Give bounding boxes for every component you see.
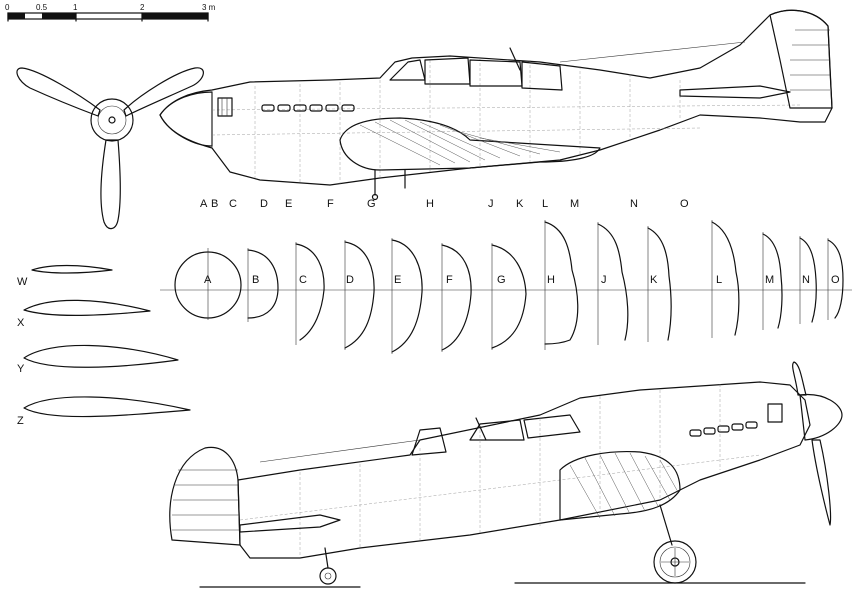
section-label-O: O (831, 274, 840, 286)
airfoil-Y: Y (17, 344, 179, 375)
section-label-K: K (650, 274, 658, 286)
cross-section-A: A (174, 248, 242, 320)
section-label-C: C (299, 274, 307, 286)
station-label: G (367, 198, 376, 210)
section-label-J: J (601, 274, 607, 286)
station-label: J (488, 198, 494, 210)
section-label-L: L (716, 274, 722, 286)
cross-section-L: L (711, 220, 740, 338)
exhaust-stacks-bottom (689, 421, 758, 437)
cross-section-O: O (827, 238, 844, 320)
cross-section-D: D (344, 240, 375, 350)
scale-label-3m: 3 m (202, 3, 216, 12)
section-label-N: N (802, 274, 810, 286)
airfoil-label-Y: Y (17, 363, 25, 375)
scale-bar: 0 0.5 1 2 3 m (5, 3, 216, 22)
station-label: N (630, 198, 638, 210)
cross-section-N: N (799, 236, 817, 324)
station-label: A (200, 198, 208, 210)
section-label-G: G (497, 274, 506, 286)
station-label: H (426, 198, 434, 210)
scale-label-1: 1 (73, 3, 78, 12)
cross-section-B: B (247, 248, 279, 322)
section-label-F: F (446, 274, 453, 286)
station-label: O (680, 198, 689, 210)
station-label: K (516, 198, 524, 210)
station-label: D (260, 198, 268, 210)
section-label-M: M (765, 274, 774, 286)
cross-section-G: G (491, 243, 527, 350)
side-view-bottom (169, 361, 843, 588)
cross-section-K: K (647, 226, 672, 342)
cross-section-C: C (295, 242, 325, 345)
airfoil-label-W: W (17, 276, 28, 288)
top-station-labels: A B C D E F G H J K L M N O (200, 198, 689, 210)
propeller-front-view (16, 67, 204, 230)
scale-label-2: 2 (140, 3, 145, 12)
exhaust-stacks (261, 104, 355, 112)
section-label-A: A (204, 274, 212, 286)
station-label: L (542, 198, 548, 210)
scale-label-05: 0.5 (36, 3, 48, 12)
section-label-H: H (547, 274, 555, 286)
cross-section-E: E (391, 238, 423, 354)
station-label: B (211, 198, 218, 210)
section-label-D: D (346, 274, 354, 286)
station-label: F (327, 198, 334, 210)
wing-hatch-top (359, 119, 561, 166)
airfoil-X: X (17, 299, 151, 329)
side-view-top (159, 9, 833, 201)
airfoil-label-Z: Z (17, 415, 24, 427)
wing-hatch-bottom (569, 452, 679, 519)
cross-section-J: J (597, 222, 629, 345)
cross-section-F: F (441, 243, 472, 352)
station-label: C (229, 198, 237, 210)
airfoil-label-X: X (17, 317, 25, 329)
station-label: E (285, 198, 292, 210)
section-label-B: B (252, 274, 259, 286)
section-label-E: E (394, 274, 401, 286)
airfoil-Z: Z (17, 396, 191, 427)
cross-section-H: H (544, 220, 579, 350)
cross-section-M: M (762, 232, 783, 330)
scale-label-0: 0 (5, 3, 10, 12)
station-label: M (570, 198, 579, 210)
airfoil-W: W (17, 264, 113, 288)
